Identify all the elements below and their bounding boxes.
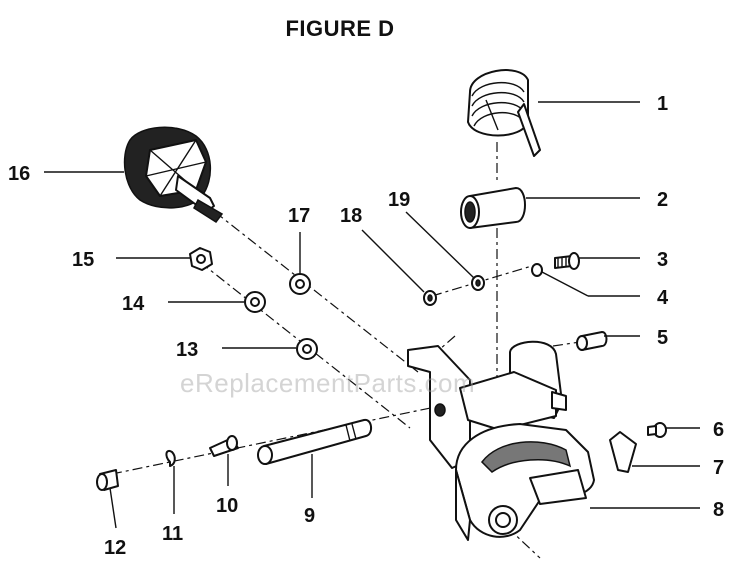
washer-18-hole <box>427 294 433 302</box>
watermark-text: eReplacementParts.com <box>180 368 476 398</box>
clip-7[interactable] <box>609 431 637 473</box>
axis-knob-to-bracket <box>214 211 419 373</box>
screw-6[interactable] <box>647 422 667 438</box>
callout-13: 13 <box>176 339 198 361</box>
screw-3[interactable] <box>554 252 580 270</box>
shaft-pin-9[interactable] <box>257 418 372 465</box>
washer-4[interactable] <box>531 263 543 277</box>
callout-4: 4 <box>657 287 669 309</box>
leader-lines <box>44 101 700 529</box>
callout-8: 8 <box>713 499 724 521</box>
figure-title: FIGURE D <box>285 16 395 41</box>
callout-9: 9 <box>304 505 315 527</box>
axis-bumper <box>552 341 581 347</box>
callout-labels: 1 2 3 4 5 6 7 8 9 10 11 12 13 14 15 16 1… <box>8 93 724 559</box>
callout-1: 1 <box>657 93 668 115</box>
bumper-pin[interactable] <box>576 331 608 351</box>
callout-15: 15 <box>72 249 94 271</box>
callout-10: 10 <box>216 495 238 517</box>
callout-3: 3 <box>657 249 668 271</box>
washer-14[interactable] <box>244 291 266 313</box>
spacer-bushing[interactable] <box>460 187 526 229</box>
callout-6: 6 <box>713 419 724 441</box>
torsion-spring[interactable] <box>467 69 541 157</box>
axis-screw-washers <box>431 264 536 297</box>
stud-10[interactable] <box>209 435 239 457</box>
callout-18: 18 <box>340 205 362 227</box>
callout-14: 14 <box>122 293 145 315</box>
callout-11: 11 <box>162 523 183 545</box>
washer-17[interactable] <box>289 273 311 295</box>
washer-13[interactable] <box>296 338 318 360</box>
star-knob-16[interactable] <box>123 126 224 224</box>
callout-7: 7 <box>713 457 724 479</box>
main-bracket[interactable] <box>407 340 595 541</box>
callout-19: 19 <box>388 189 410 211</box>
callout-5: 5 <box>657 327 668 349</box>
callout-12: 12 <box>104 537 126 559</box>
callout-2: 2 <box>657 189 668 211</box>
washer-19-hole <box>475 279 481 287</box>
cap-12[interactable] <box>96 469 119 491</box>
callout-16: 16 <box>8 163 30 185</box>
axis-pin-line <box>111 404 446 475</box>
e-clip-11[interactable] <box>165 450 176 467</box>
hex-nut-15[interactable] <box>189 247 213 271</box>
callout-17: 17 <box>288 205 310 227</box>
